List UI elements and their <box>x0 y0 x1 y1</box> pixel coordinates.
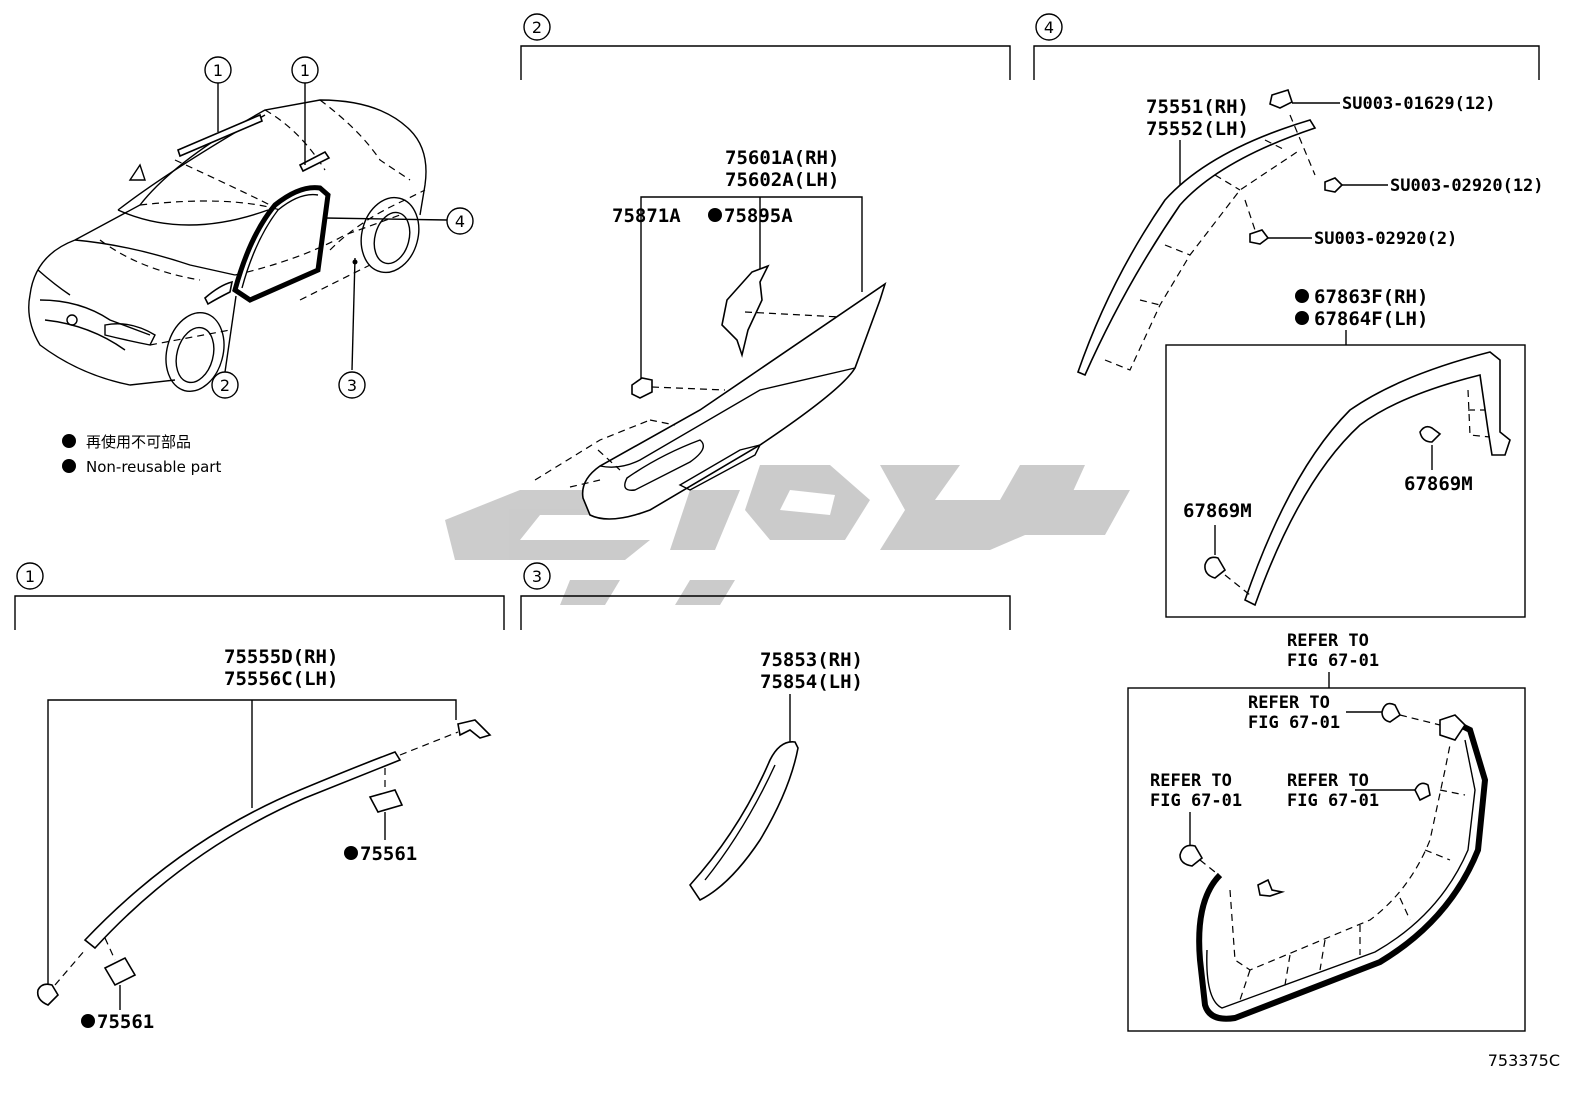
non-reusable-dot-icon <box>81 1014 95 1028</box>
legend-japanese: 再使用不可部品 <box>86 433 191 451</box>
non-reusable-dot-icon <box>344 846 358 860</box>
part-number-67864f: 67864F(LH) <box>1314 308 1428 330</box>
part-number-75853: 75853(RH) <box>760 649 863 671</box>
refer-to-fig: FIG 67-01 <box>1150 791 1242 811</box>
refer-to-label: REFER TO <box>1150 771 1232 791</box>
callout-4: 4 <box>446 207 474 235</box>
part-number-75871a: 75871A <box>612 205 681 227</box>
part-number-67863f: 67863F(RH) <box>1314 286 1428 308</box>
refer-to-label: REFER TO <box>1248 693 1330 713</box>
callout-1a: 1 <box>204 56 232 84</box>
car-overview <box>28 83 448 393</box>
refer-to-fig: FIG 67-01 <box>1287 791 1379 811</box>
section-3-parts: 75853(RH) 75854(LH) <box>688 649 863 902</box>
callout-3: 3 <box>338 371 366 399</box>
section-2-header: 2 <box>520 13 1011 80</box>
part-number-su003-02920-12: SU003-02920(12) <box>1390 176 1544 196</box>
part-number-75895a: 75895A <box>724 205 793 227</box>
door-weatherstrip-box <box>1127 687 1526 1032</box>
legend: 再使用不可部品 Non-reusable part <box>62 433 221 476</box>
section-label: 1 <box>25 567 35 586</box>
part-number-67869m-left: 67869M <box>1183 500 1252 522</box>
section-label: 2 <box>532 18 542 37</box>
section-4-parts: 75551(RH) 75552(LH) SU003-01629(12) SU00… <box>1076 89 1544 1032</box>
callout-label: 2 <box>220 376 230 395</box>
callout-label: 3 <box>347 376 357 395</box>
non-reusable-dot-icon <box>62 434 76 448</box>
section-4-header: 4 <box>1033 13 1540 80</box>
section-3-header: 3 <box>520 562 1011 630</box>
callout-2: 2 <box>211 371 239 399</box>
part-number-75602a: 75602A(LH) <box>725 169 839 191</box>
non-reusable-dot-icon <box>1295 311 1309 325</box>
watermark-logo <box>445 465 1130 605</box>
section-label: 4 <box>1044 18 1054 37</box>
legend-english: Non-reusable part <box>86 458 221 476</box>
weatherstrip-detail-box <box>1165 344 1526 618</box>
part-number-75854: 75854(LH) <box>760 671 863 693</box>
callout-label: 1 <box>300 61 310 80</box>
part-number-67869m-right: 67869M <box>1404 473 1473 495</box>
non-reusable-dot-icon <box>62 459 76 473</box>
refer-to-label: REFER TO <box>1287 631 1369 651</box>
callout-label: 4 <box>455 212 465 231</box>
refer-to-fig: FIG 67-01 <box>1287 651 1379 671</box>
part-number-75561-upper: 75561 <box>360 843 417 865</box>
refer-to-label: REFER TO <box>1287 771 1369 791</box>
part-number-75561-lower: 75561 <box>97 1011 154 1033</box>
part-number-75601a: 75601A(RH) <box>725 147 839 169</box>
section-label: 3 <box>532 567 542 586</box>
part-number-75555d: 75555D(RH) <box>224 646 338 668</box>
callout-1b: 1 <box>291 56 319 84</box>
part-number-75556c: 75556C(LH) <box>224 668 338 690</box>
refer-to-fig: FIG 67-01 <box>1248 713 1340 733</box>
diagram-code: 753375C <box>1488 1051 1560 1070</box>
section-2-parts: 75601A(RH) 75602A(LH) 75871A 75895A <box>534 147 887 520</box>
section-1-parts: 75555D(RH) 75556C(LH) 75561 75561 <box>36 646 492 1033</box>
section-1-header: 1 <box>14 562 505 630</box>
part-number-75551: 75551(RH) <box>1146 96 1249 118</box>
part-number-75552: 75552(LH) <box>1146 118 1249 140</box>
non-reusable-dot-icon <box>1295 289 1309 303</box>
part-number-su003-02920-2: SU003-02920(2) <box>1314 229 1457 249</box>
non-reusable-dot-icon <box>708 208 722 222</box>
part-number-su003-01629: SU003-01629(12) <box>1342 94 1496 114</box>
callout-label: 1 <box>213 61 223 80</box>
